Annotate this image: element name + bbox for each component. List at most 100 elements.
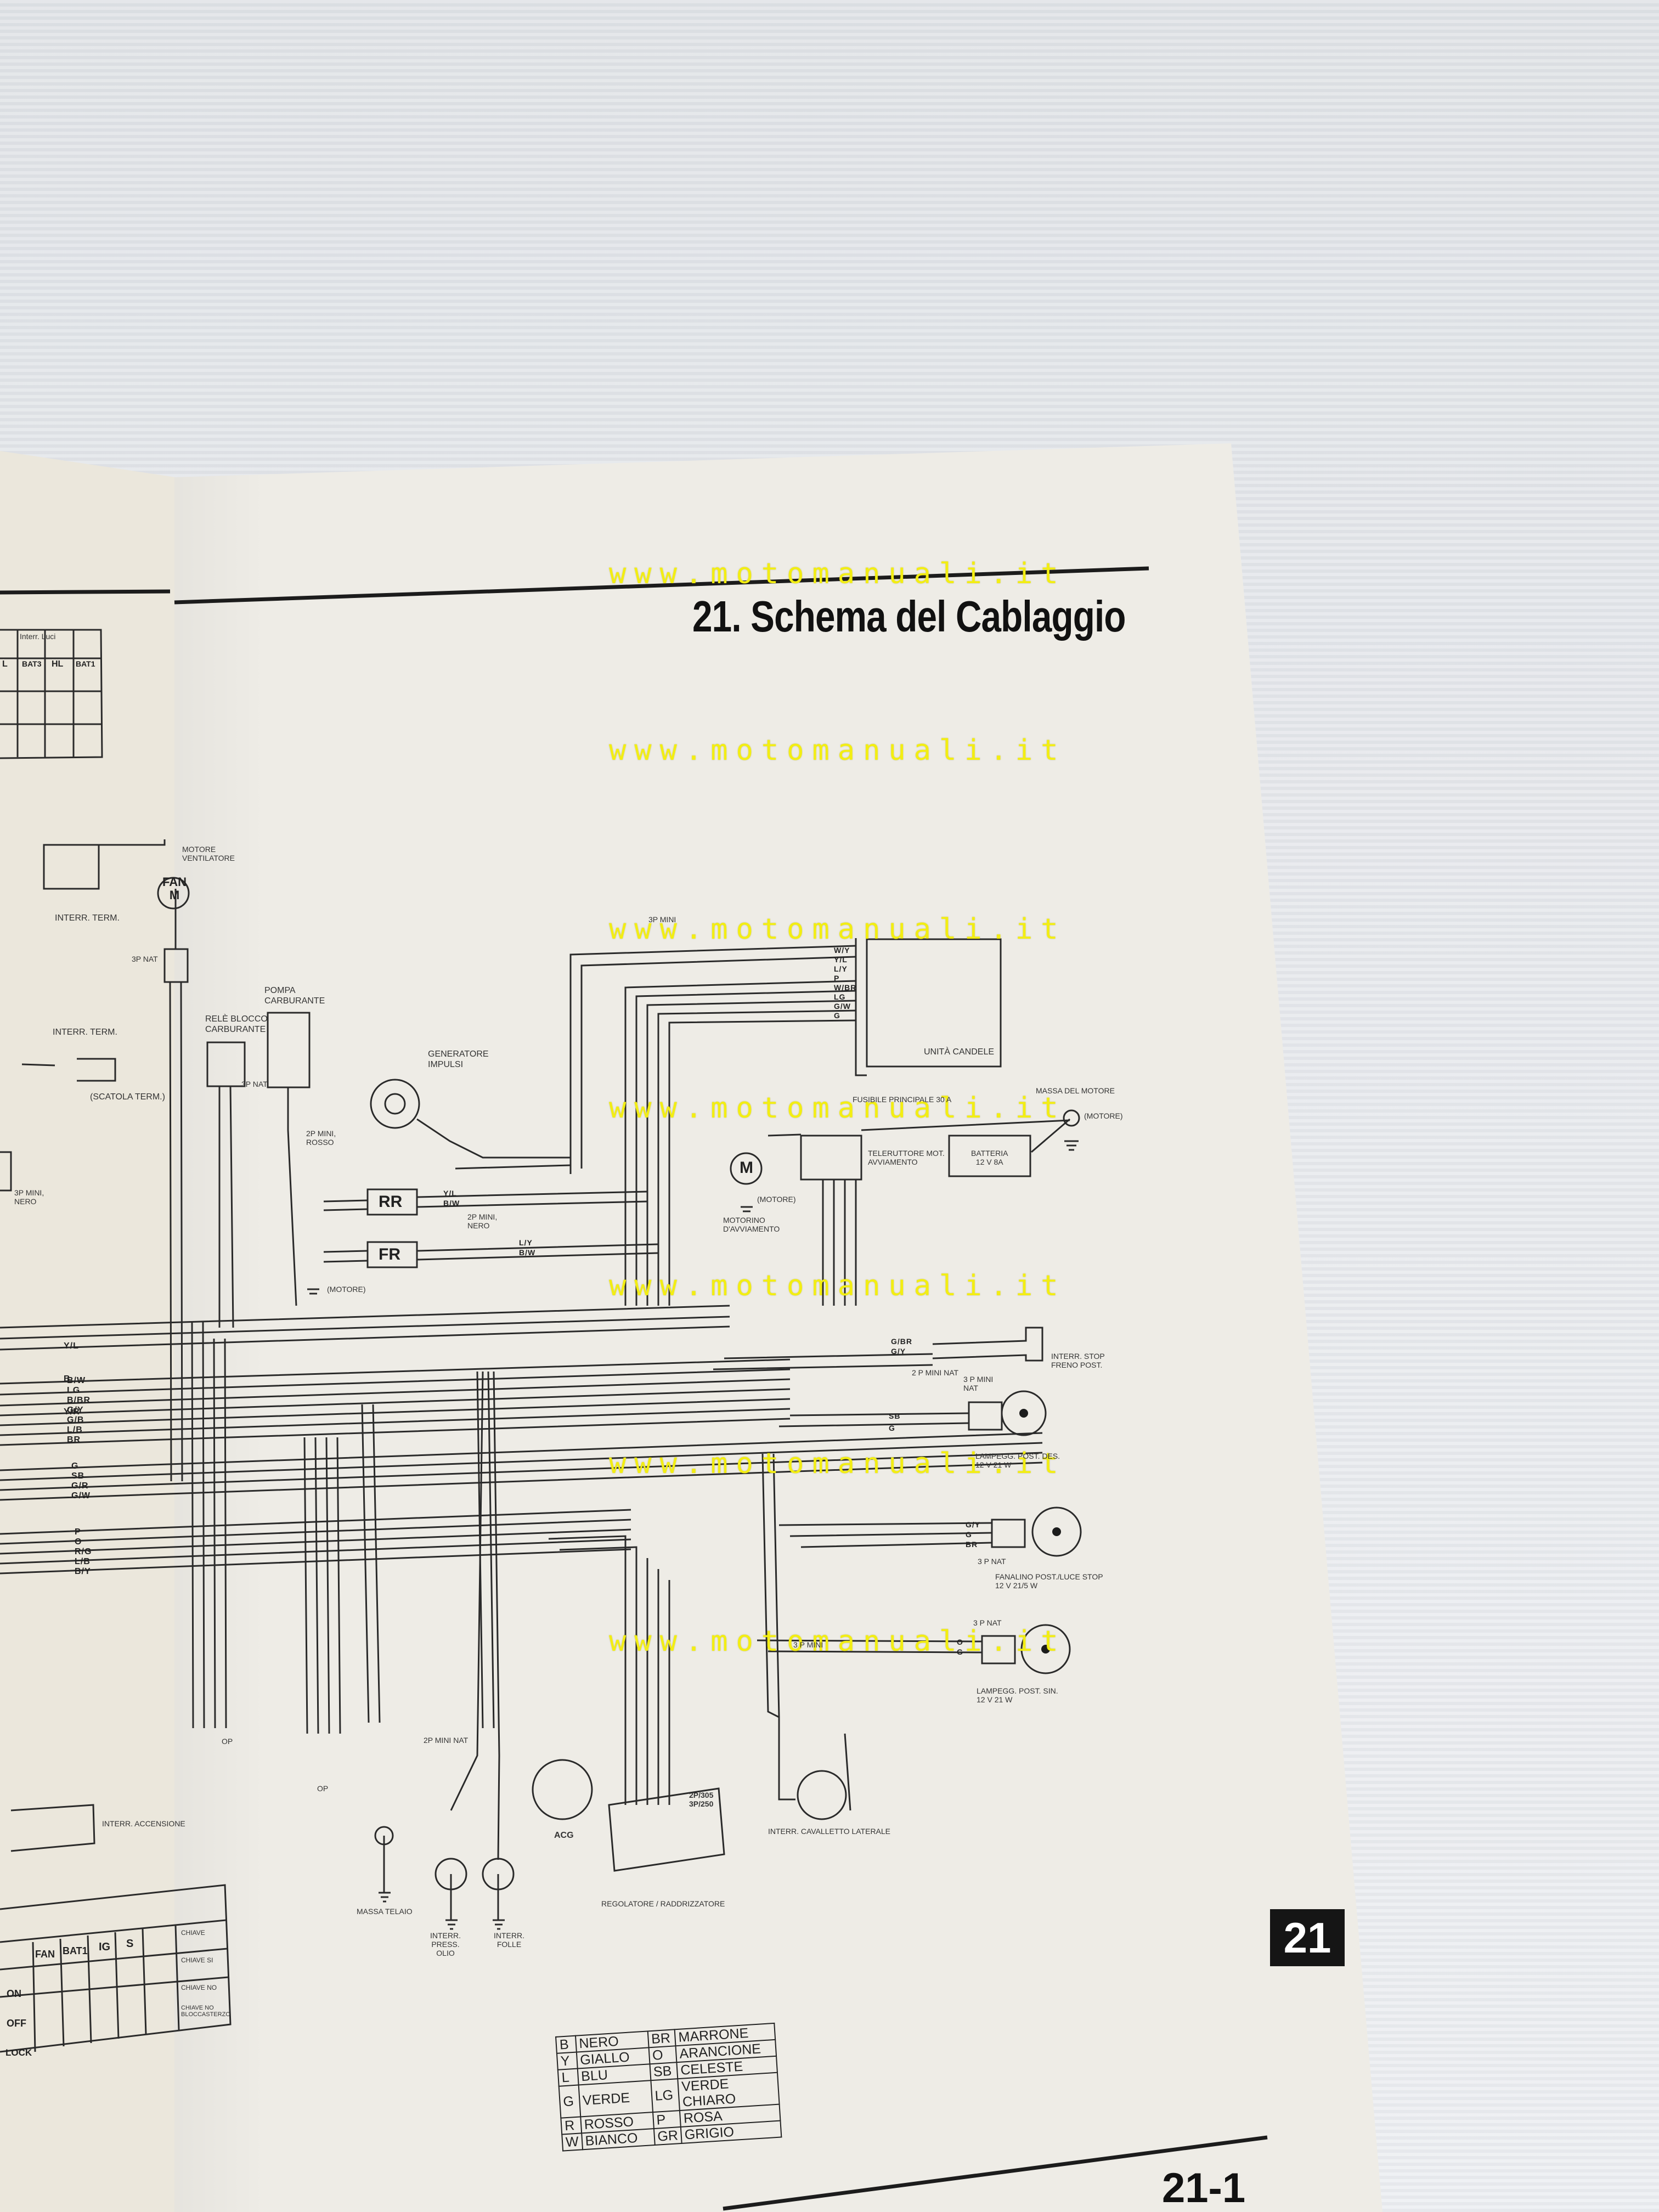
- wire-code: W/BR: [834, 983, 857, 992]
- wire-code: B/W: [519, 1248, 536, 1257]
- label-3p-mini-nero: 3P MINI, NERO: [14, 1188, 44, 1206]
- wire-code: LG: [834, 992, 846, 1001]
- watermark-1: www.motomanuali.it: [609, 557, 1066, 590]
- legend-code: GR: [653, 2126, 682, 2146]
- label-massa-motore: MASSA DEL MOTORE: [1036, 1086, 1115, 1095]
- legend-name: VERDE: [578, 2080, 653, 2117]
- label-motore-ref2: (MOTORE): [757, 1195, 796, 1204]
- wire-code: G: [71, 1462, 79, 1471]
- label-interr-press-olio: INTERR. PRESS. OLIO: [430, 1931, 461, 1957]
- label-motore-ref3: (MOTORE): [327, 1285, 366, 1294]
- label-fr: FR: [379, 1245, 400, 1263]
- page-title: 21. Schema del Cablaggio: [692, 592, 1126, 641]
- wires-bus-mid: B/W LG B/BR G/Y G/B L/B BR: [67, 1376, 91, 1445]
- wire-code: G/Y: [966, 1520, 981, 1529]
- wire-code: B: [64, 1374, 71, 1384]
- wire-code: B/BR: [67, 1396, 91, 1405]
- label-interr-term-1: INTERR. TERM.: [55, 913, 120, 923]
- legend-code: P: [652, 2111, 681, 2129]
- wire-code: L/B: [75, 1557, 91, 1566]
- lights-header-l: L: [2, 659, 8, 669]
- color-legend-table: B NERO BR MARRONE Y GIALLO O ARANCIONE L…: [555, 2023, 782, 2152]
- ign-row-lock: LOCK: [5, 2047, 32, 2058]
- wire-code: SB: [889, 1412, 901, 1420]
- wire-code: L/Y: [834, 964, 848, 973]
- label-rr: RR: [379, 1193, 403, 1211]
- watermark-4: www.motomanuali.it: [609, 1092, 1066, 1125]
- ign-note-4: CHIAVE NO BLOCCASTERZO: [181, 2005, 230, 2018]
- lights-header-hl: HL: [52, 659, 64, 669]
- watermark-2: www.motomanuali.it: [609, 734, 1066, 767]
- label-acg: ACG: [554, 1831, 574, 1840]
- wire-code: G/R: [71, 1481, 89, 1491]
- label-pompa-carburante: POMPA CARBURANTE: [264, 986, 325, 1006]
- wire-code: G: [957, 1647, 963, 1656]
- label-3p-mini-top: 3P MINI: [648, 915, 676, 924]
- ign-header-s: S: [126, 1938, 134, 1950]
- ign-header-fan: FAN: [35, 1949, 55, 1960]
- wire-code: G/W: [834, 1002, 851, 1011]
- label-interr-cavalletto: INTERR. CAVALLETTO LATERALE: [768, 1827, 891, 1836]
- wire-code: Y/L: [64, 1341, 79, 1351]
- label-fanalino: FANALINO POST./LUCE STOP 12 V 21/5 W: [995, 1572, 1103, 1590]
- label-interr-folle: INTERR. FOLLE: [494, 1931, 524, 1949]
- wire-code: Y/L: [834, 955, 848, 964]
- label-lamp-post-des: LAMPEGG. POST. DES. 12 V 21 W: [975, 1452, 1060, 1469]
- wires-fr: L/Y B/W: [519, 1238, 535, 1257]
- label-motorino: MOTORINO D'AVVIAMENTO: [723, 1216, 780, 1233]
- wire-code: G/Y: [891, 1347, 906, 1356]
- label-op-2: OP: [317, 1784, 329, 1793]
- legend-code: R: [561, 2117, 582, 2135]
- label-3p-nat-2: 3P NAT: [241, 1080, 268, 1088]
- wire-code: B/Y: [75, 1567, 91, 1576]
- wire-code: O: [957, 1638, 963, 1646]
- label-regolatore: REGOLATORE / RADDRIZZATORE: [601, 1899, 725, 1908]
- label-starter-m: M: [740, 1159, 753, 1177]
- label-2p-mini-nero: 2P MINI, NERO: [467, 1212, 498, 1230]
- watermark-7: www.motomanuali.it: [609, 1625, 1066, 1658]
- wire-code: G/BR: [891, 1337, 912, 1346]
- wires-stop: G/BR G/Y: [891, 1336, 912, 1356]
- watermark-3: www.motomanuali.it: [609, 913, 1066, 946]
- label-rele-blocco: RELÈ BLOCCO CARBURANTE: [205, 1014, 268, 1034]
- wires-lamp-des: SB G: [889, 1410, 900, 1434]
- label-3p-nat-left: 3P NAT: [132, 955, 158, 963]
- wire-code: L/Y: [519, 1238, 533, 1247]
- label-2p-mini-rosso: 2P MINI, ROSSO: [306, 1129, 336, 1147]
- wire-code: W/Y: [834, 946, 850, 955]
- legend-code: G: [558, 2085, 580, 2118]
- label-interr-luci: Interr. Luci: [20, 632, 56, 641]
- wire-code: G: [834, 1011, 840, 1020]
- label-teleruttore: TELERUTTORE MOT. AVVIAMENTO: [868, 1149, 945, 1166]
- wire-code: B/W: [67, 1376, 86, 1385]
- label-interr-term-2: INTERR. TERM.: [53, 1028, 117, 1037]
- label-interr-accensione: INTERR. ACCENSIONE: [102, 1819, 185, 1828]
- label-2p-mini-nat-2: 2P MINI NAT: [424, 1736, 469, 1745]
- ign-row-off: OFF: [7, 2018, 26, 2029]
- page-number: 21-1: [1162, 2165, 1246, 2211]
- legend-code: SB: [650, 2062, 678, 2081]
- wire-code: B/W: [443, 1199, 460, 1207]
- ign-header-ig: IG: [99, 1941, 111, 1953]
- label-3p-nat-4: 3 P NAT: [973, 1618, 1002, 1627]
- wire-code: SB: [71, 1471, 85, 1481]
- wires-bus-left: Y/L B Y/R: [64, 1319, 80, 1429]
- label-2p305: 2P/305 3P/250: [689, 1791, 714, 1808]
- label-generatore-impulsi: GENERATORE IMPULSI: [428, 1049, 489, 1069]
- ign-header-bat1: BAT1: [63, 1945, 88, 1956]
- label-motore-ref: (MOTORE): [1084, 1111, 1123, 1120]
- label-3p-mini-nat: 3 P MINI NAT: [963, 1375, 994, 1392]
- legend-code: LG: [650, 2079, 680, 2113]
- label-massa-telaio: MASSA TELAIO: [357, 1907, 413, 1916]
- label-fusibile: FUSIBILE PRINCIPALE 30 A: [853, 1095, 952, 1104]
- lights-header-bat1: BAT1: [76, 659, 95, 668]
- label-motore-ventilatore: MOTORE VENTILATORE: [182, 845, 235, 862]
- wire-code: Y/R: [64, 1407, 80, 1417]
- legend-code: L: [557, 2068, 579, 2086]
- header-rule: [174, 566, 1149, 605]
- wires-fanalino: G/Y G BR: [966, 1520, 980, 1549]
- legend-code: Y: [556, 2052, 578, 2070]
- legend-code: B: [556, 2035, 577, 2053]
- label-3p-mini-mid: 3 P MINI: [793, 1640, 823, 1649]
